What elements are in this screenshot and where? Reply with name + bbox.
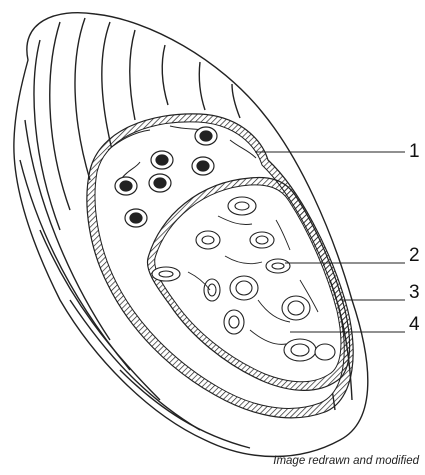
callout-label-1: 1 — [409, 141, 420, 162]
callout-label-2: 2 — [409, 245, 420, 266]
callout-label-3: 3 — [409, 282, 420, 303]
callout-label-4: 4 — [409, 314, 420, 335]
image-caption: Image redrawn and modified — [273, 455, 419, 467]
